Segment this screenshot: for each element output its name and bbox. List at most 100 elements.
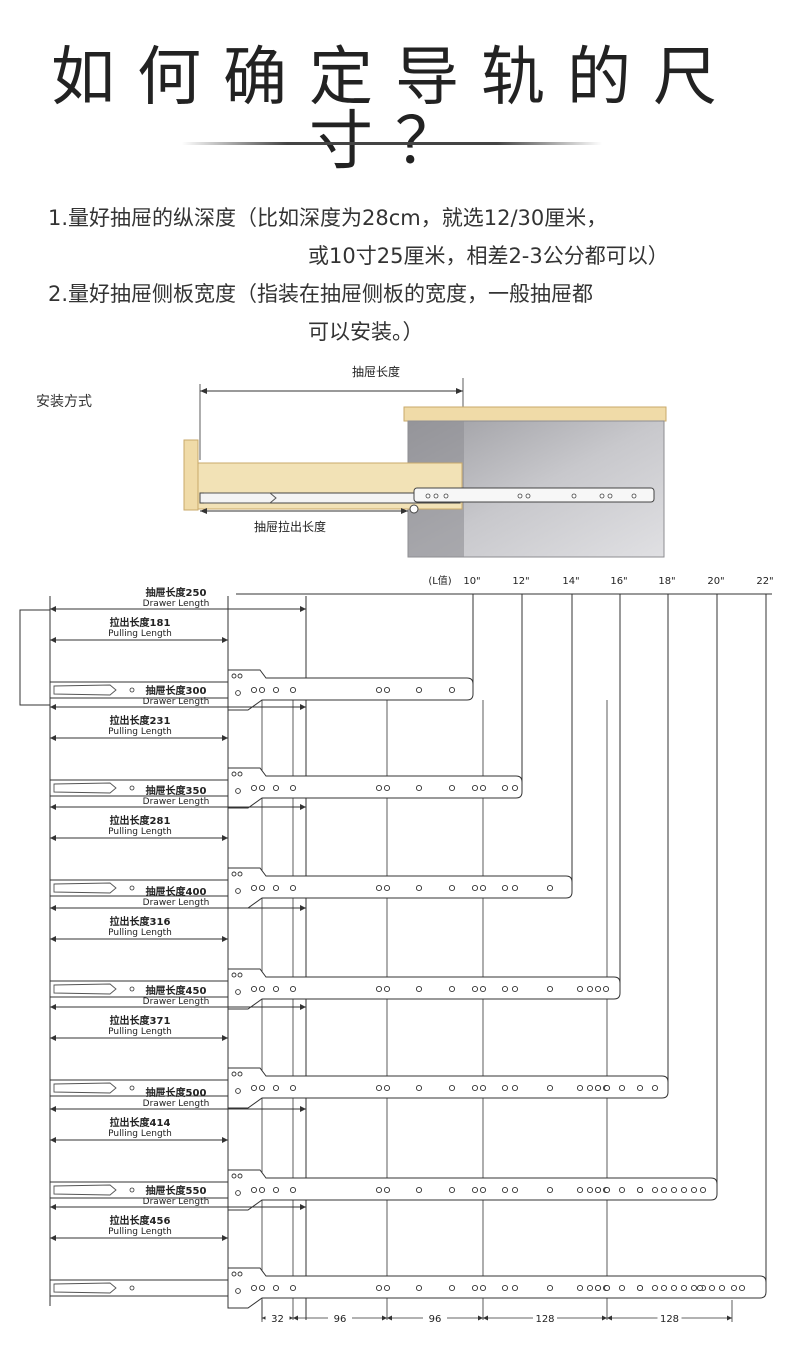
mounting-hole (250, 884, 258, 892)
drawer-length-value: 抽屉长度500 (146, 1086, 207, 1099)
mounting-hole (651, 1084, 659, 1092)
mounting-hole (237, 1173, 243, 1179)
mounting-hole (546, 1186, 554, 1194)
slide-rail (49, 867, 573, 909)
rail-inner-member (49, 1279, 229, 1297)
mounting-hole (375, 1186, 383, 1194)
mounting-hole (272, 884, 280, 892)
mounting-hole (471, 985, 479, 993)
mounting-hole (448, 884, 456, 892)
mounting-hole (289, 1084, 297, 1092)
pulling-length-en: Pulling Length (108, 1227, 172, 1237)
rail-end-stop (53, 983, 117, 995)
slide-rail (49, 1169, 718, 1211)
mounting-hole (231, 771, 237, 777)
hole-spacing-bg (328, 1311, 352, 1325)
mounting-hole (511, 884, 519, 892)
mounting-hole (511, 985, 519, 993)
mounting-hole (636, 1186, 644, 1194)
hole-spacing-bg (265, 1311, 290, 1325)
mounting-hole (272, 985, 280, 993)
arrow-head (300, 1106, 306, 1112)
mounting-hole (235, 1190, 241, 1196)
pulling-length-en: Pulling Length (108, 928, 172, 938)
rail-hole (129, 885, 135, 891)
mounting-hole (730, 1284, 738, 1292)
rail-hole (129, 687, 135, 693)
mounting-hole (670, 1186, 678, 1194)
mounting-hole (636, 1084, 644, 1092)
mounting-hole (415, 686, 423, 694)
instruction-line-2-continued: 可以安装。） (308, 320, 424, 344)
mounting-hole (237, 673, 243, 679)
pulling-length-value: 拉出长度414 (110, 1116, 171, 1129)
mounting-hole (383, 884, 391, 892)
arrow-head (300, 905, 306, 911)
rail-hole (129, 1187, 135, 1193)
drawer-length-value: 抽屉长度350 (146, 784, 207, 797)
arrow-head (602, 1315, 607, 1321)
mounting-hole (289, 686, 297, 694)
hole-spacing-value: 96 (334, 1314, 347, 1325)
mounting-hole (603, 1084, 611, 1092)
hole-spacing-bg (533, 1311, 557, 1325)
drawer-length-en: Drawer Length (143, 997, 210, 1007)
arrow-head (50, 1106, 56, 1112)
mounting-hole (594, 1284, 602, 1292)
hole-spacing-value: 128 (535, 1314, 554, 1325)
mounting-hole (250, 686, 258, 694)
drawer-length-en: Drawer Length (143, 797, 210, 807)
arrow-head (607, 1315, 612, 1321)
mounting-hole (289, 784, 297, 792)
mounting-hole (375, 884, 383, 892)
arrow-head (50, 835, 56, 841)
pulling-length-value: 拉出长度231 (110, 714, 171, 727)
mounting-hole (448, 784, 456, 792)
mounting-hole (479, 1284, 487, 1292)
rail-hole (129, 785, 135, 791)
mounting-hole (231, 871, 237, 877)
drawer-length-value: 抽屉长度250 (146, 586, 207, 599)
mounting-hole (680, 1284, 688, 1292)
mounting-hole (258, 784, 266, 792)
mounting-hole (383, 784, 391, 792)
mounting-hole (250, 784, 258, 792)
mounting-hole (231, 673, 237, 679)
mounting-hole (471, 1186, 479, 1194)
drawer-length-label: 抽屉长度 (352, 364, 400, 379)
arrow-head (300, 1004, 306, 1010)
drawer-length-en: Drawer Length (143, 898, 210, 908)
inch-size-label: 16" (610, 576, 627, 587)
arrow-head (50, 735, 56, 741)
mounting-hole (415, 985, 423, 993)
pulling-length-value: 拉出长度456 (110, 1214, 171, 1227)
hole-spacing-value: 96 (429, 1314, 442, 1325)
rail-end-stop (53, 1082, 117, 1094)
mounting-hole (289, 1284, 297, 1292)
arrow-head (293, 1315, 298, 1321)
mounting-hole (258, 1284, 266, 1292)
mounting-hole (235, 690, 241, 696)
drawer-length-value: 抽屉长度550 (146, 1184, 207, 1197)
mounting-hole (289, 1186, 297, 1194)
arrow-head (222, 835, 228, 841)
mounting-hole (594, 1084, 602, 1092)
mounting-hole (375, 784, 383, 792)
arrow-head (478, 1315, 483, 1321)
mounting-hole (415, 1084, 423, 1092)
arrow-head (50, 606, 56, 612)
mounting-hole (501, 1284, 509, 1292)
mounting-hole (258, 884, 266, 892)
arrow-head (50, 704, 56, 710)
pulling-length-en: Pulling Length (108, 1129, 172, 1139)
mounting-hole (511, 1186, 519, 1194)
mounting-hole (471, 784, 479, 792)
mounting-hole (511, 1284, 519, 1292)
mounting-hole (586, 1084, 594, 1092)
mounting-hole (708, 1284, 716, 1292)
mounting-hole (479, 985, 487, 993)
mounting-hole (670, 1284, 678, 1292)
mounting-hole (448, 686, 456, 694)
rail-end-stop (53, 1184, 117, 1196)
